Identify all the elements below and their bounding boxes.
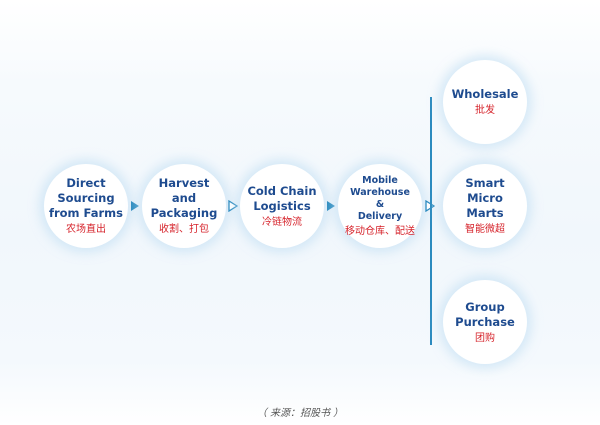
source-caption: （ 来源：招股书 ）	[256, 408, 344, 419]
node-title: Wholesale	[451, 87, 519, 101]
node-group-purchase: Group Purchase 团购	[443, 280, 527, 364]
arrow-outline-right-icon	[228, 200, 238, 212]
node-smart-micro-marts: Smart Micro Marts 智能微超	[443, 164, 527, 248]
node-cold-chain: Cold Chain Logistics 冷链物流	[240, 164, 324, 248]
node-title: Mobile Warehouse & Delivery	[350, 174, 410, 222]
node-title: Smart Micro Marts	[465, 176, 505, 220]
node-title: Direct Sourcing from Farms	[48, 176, 123, 220]
node-subtitle: 农场直出	[66, 224, 106, 235]
node-harvest-packaging: Harvest and Packaging 收割、打包	[142, 164, 226, 248]
branch-connector-line	[430, 97, 432, 345]
node-subtitle: 移动仓库、配送	[345, 225, 415, 237]
node-subtitle: 团购	[475, 332, 495, 344]
node-subtitle: 智能微超	[465, 224, 505, 235]
node-subtitle: 批发	[475, 105, 495, 116]
arrow-right-icon	[131, 201, 139, 211]
arrow-right-icon	[327, 201, 335, 211]
node-direct-sourcing: Direct Sourcing from Farms 农场直出	[44, 164, 128, 248]
node-title: Cold Chain Logistics	[247, 183, 317, 213]
node-title: Harvest and Packaging	[150, 176, 218, 220]
node-subtitle: 收割、打包	[159, 224, 209, 235]
node-wholesale: Wholesale 批发	[443, 60, 527, 144]
node-subtitle: 冷链物流	[262, 216, 302, 228]
node-mobile-warehouse: Mobile Warehouse & Delivery 移动仓库、配送	[338, 164, 422, 248]
node-title: Group Purchase	[455, 299, 515, 329]
